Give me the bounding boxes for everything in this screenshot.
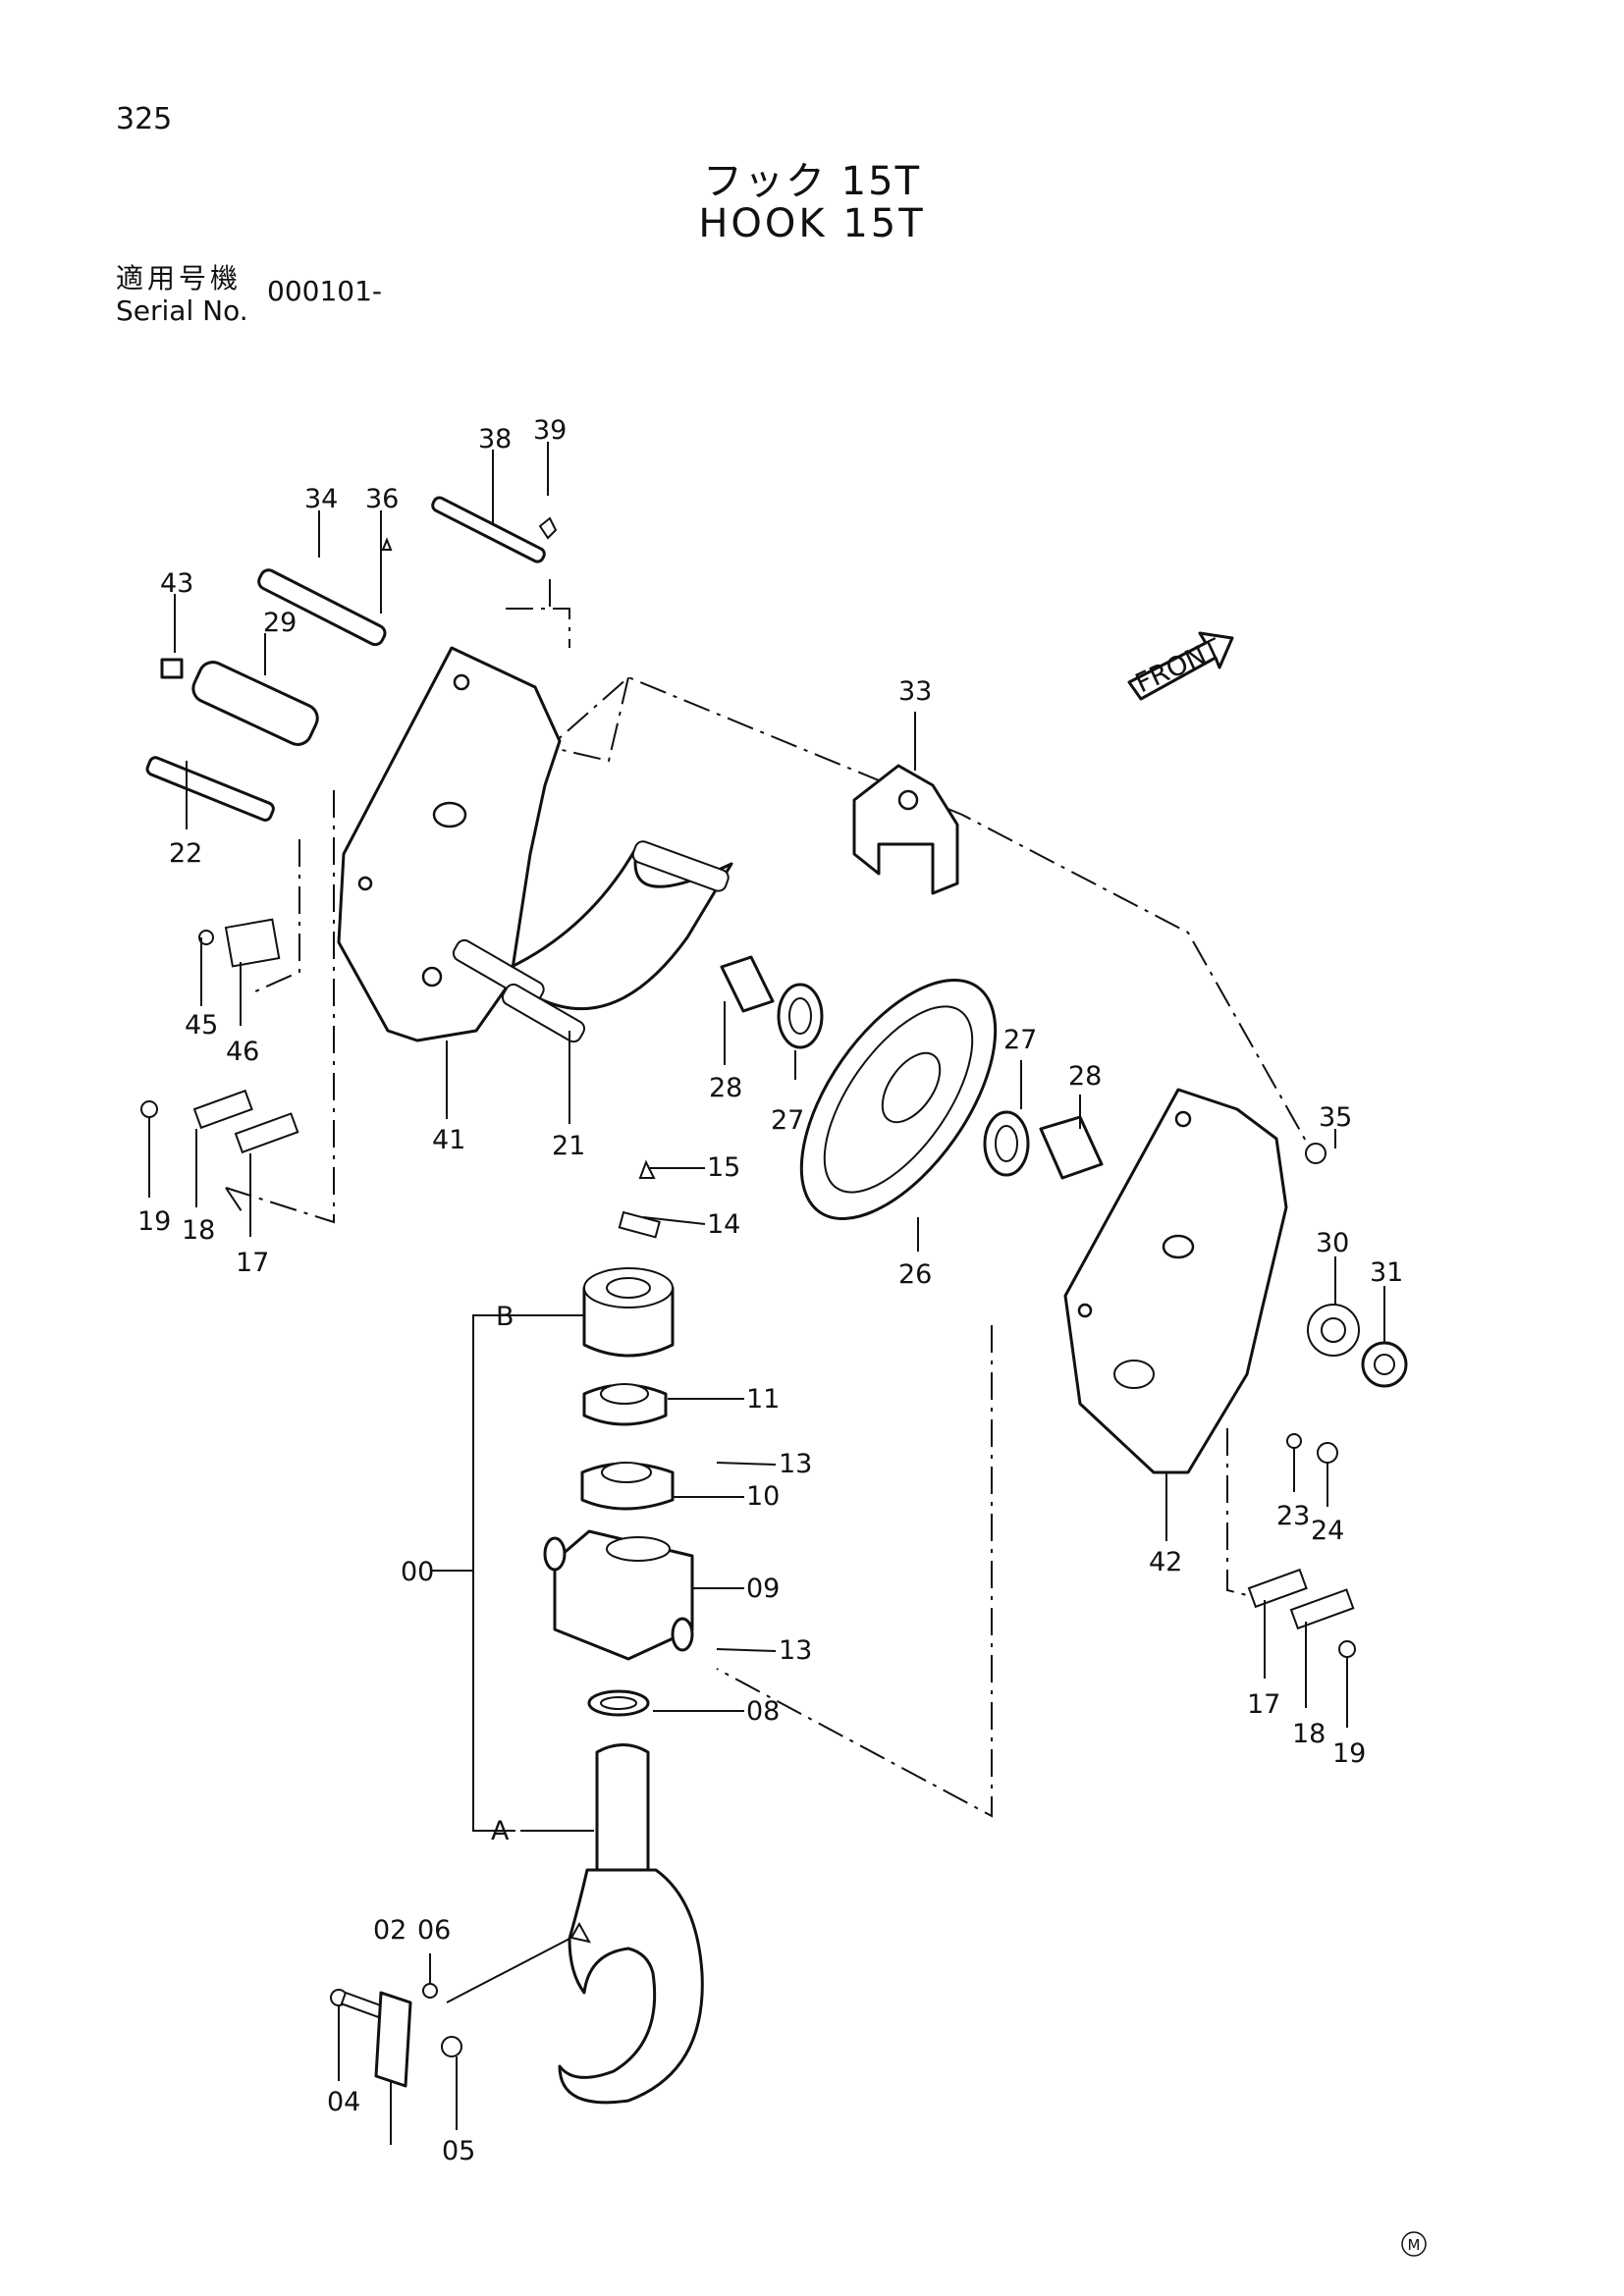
callout-label: 30 [1316,1228,1349,1258]
callout-label: 21 [552,1131,585,1161]
callout-label: 19 [1332,1738,1366,1769]
front-label: FRONT [1131,633,1226,699]
maker-mark-letter: M [1408,2236,1421,2254]
bracket [852,764,959,895]
callout-label: 22 [169,838,202,869]
callout-label: 19 [137,1206,171,1237]
callout-label: 14 [707,1209,740,1240]
left-side-plate [337,646,562,1042]
callout-label: 34 [304,484,338,514]
callout-label: 08 [746,1696,780,1727]
serial-number-range: 000101- [267,275,382,307]
serial-label-english: Serial No. [116,294,248,327]
callout-label: 43 [160,568,193,599]
callout-label: 33 [898,676,932,707]
callout-label: 17 [236,1248,269,1278]
callout-label: 28 [709,1073,742,1103]
callout-label: 06 [417,1915,451,1946]
group-label-b: B [496,1302,514,1332]
callout-label: 11 [746,1384,780,1415]
callout-label: 13 [779,1449,812,1479]
group-label-assembly: 00 [401,1557,434,1587]
page-title-japanese: フック 15T [702,159,922,204]
callout-label: 27 [1003,1025,1037,1055]
callout-labels: 02 04 05 06 08 09 10 11 13 13 14 15 17 1… [137,415,1403,2166]
callout-label: 13 [779,1635,812,1666]
maker-mark-icon: M [1401,2231,1427,2257]
callout-label: 23 [1276,1501,1310,1531]
callout-label: 28 [1068,1061,1102,1092]
page-number: 325 [116,102,173,136]
callout-label: 38 [478,424,512,454]
callout-label: 09 [746,1574,780,1604]
callout-label: 17 [1247,1689,1280,1720]
callout-label: 31 [1370,1257,1403,1288]
latch-parts [330,1983,462,2088]
hook-assembly [543,1159,704,2105]
callout-label: 35 [1319,1102,1352,1133]
callout-label: 39 [533,415,567,446]
callout-label: 41 [432,1125,465,1155]
callout-label: 29 [263,608,297,638]
serial-label-japanese: 適用号機 [116,262,243,294]
callout-label: 42 [1149,1547,1182,1577]
group-label-a: A [491,1816,510,1846]
callout-label: 02 [373,1915,406,1946]
page-title-english: HOOK 15T [698,201,926,246]
callout-label: 26 [898,1259,932,1290]
callout-label: 24 [1311,1516,1344,1546]
callout-label: 18 [1292,1719,1326,1749]
leader-lines [148,442,1385,2145]
right-side-plate [1063,1088,1288,1474]
callout-label: 27 [771,1105,804,1136]
front-direction-arrow-icon: FRONT [1127,631,1234,701]
callout-label: 45 [185,1010,218,1041]
callout-label: 05 [442,2136,475,2166]
rope-guard [452,840,733,1043]
callout-label: 15 [707,1152,740,1183]
callout-label: 36 [365,484,399,514]
callout-label: 04 [327,2087,360,2117]
sheave-assembly [720,955,1104,1221]
hardware-parts [140,496,558,1154]
callout-label: 46 [226,1037,259,1067]
callout-label: 18 [182,1215,215,1246]
callout-label: 10 [746,1481,780,1512]
